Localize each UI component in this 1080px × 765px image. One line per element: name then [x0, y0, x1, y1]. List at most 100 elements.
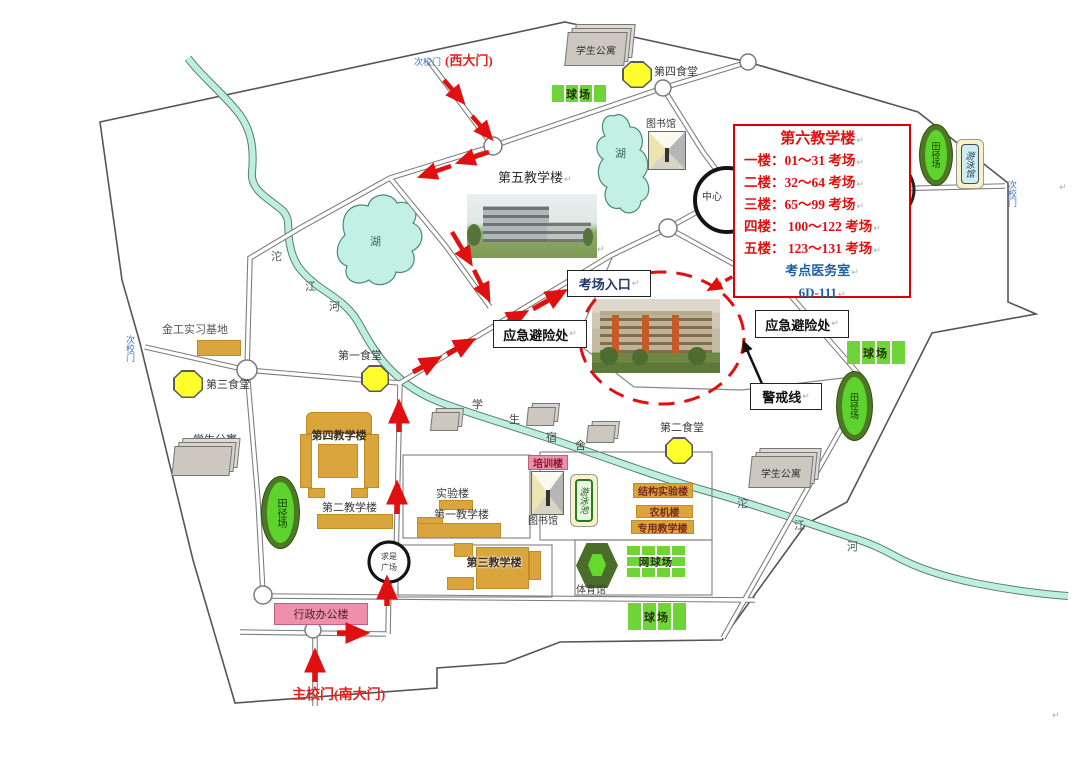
exam-info-box: 第六教学楼↵ 一楼：01～31 考场↵ 二楼：32～64 考场↵ 三楼：65～9…	[733, 124, 911, 300]
court-square	[657, 557, 670, 566]
canteen3-building	[173, 370, 203, 398]
plaza-label: 求是广场	[381, 552, 397, 572]
teach5-label: 第五教学楼↵	[498, 170, 572, 185]
cordon-label: 警戒线	[762, 390, 802, 405]
river-char: 沱	[271, 251, 282, 263]
floor-line: 四楼： 100～122 考场↵	[744, 219, 881, 234]
river-char: 河	[329, 301, 340, 313]
teach6-photo	[592, 299, 720, 373]
teach2-label: 第二教学楼	[322, 502, 377, 514]
teach5-photo	[467, 194, 597, 258]
main-gate-label: 主校门(南大门)	[292, 688, 386, 703]
special-teach-label: 专用教学楼	[637, 523, 688, 535]
west-gate-label: (西大门)	[445, 53, 493, 68]
tennis-label: 网球场	[638, 557, 674, 568]
exam-info-title: 第六教学楼↵	[780, 131, 864, 147]
canteen1-building	[361, 365, 389, 392]
court-square	[594, 85, 606, 102]
canteen2-label: 第二食堂	[660, 422, 704, 434]
track-right-mid: 田径场	[836, 371, 873, 441]
teach4-building	[306, 412, 372, 434]
teach4-label: 第四教学楼	[311, 430, 367, 442]
gym-label: 体育馆	[576, 585, 606, 596]
library-south-label: 图书馆	[528, 516, 558, 527]
court-square	[877, 341, 890, 364]
canteen2-building	[665, 437, 693, 464]
teach4-building	[308, 488, 325, 498]
floor-line: 一楼：01～31 考场↵	[744, 153, 864, 168]
court-square	[566, 85, 578, 102]
photo-building	[483, 206, 549, 242]
swim-pool-label: 游泳池	[578, 487, 589, 514]
emergency-shelter-box-left: 应急避险处↵	[493, 320, 587, 348]
dorm-char: 生	[509, 414, 520, 426]
teach3-building	[447, 577, 474, 590]
court-square	[643, 603, 656, 630]
photo-tree	[583, 228, 593, 246]
floor-line: 二楼：32～64 考场↵	[744, 175, 864, 190]
canteen1-label: 第一食堂	[338, 350, 382, 362]
emergency-shelter-label: 应急避险处	[765, 317, 831, 333]
return-mark: ↵	[1052, 711, 1060, 721]
court-top: 球场	[552, 85, 606, 102]
admin-building: 行政办公楼	[274, 603, 368, 625]
right-gate-label: 次校门	[1007, 180, 1017, 207]
admin-label: 行政办公楼	[293, 609, 349, 621]
library-top-building	[648, 131, 686, 170]
tennis-courts: 网球场	[627, 546, 685, 577]
canteen4-label: 第四食堂	[654, 66, 698, 78]
court-right: 球场	[847, 341, 905, 364]
lake-top-shape	[596, 114, 650, 214]
court-bottom: 球场	[628, 603, 686, 630]
court-square	[642, 546, 655, 555]
road-junctions	[236, 53, 757, 639]
track-right-mid-label: 田径场	[849, 392, 859, 420]
exam-entrance-label: 考场入口	[578, 277, 631, 292]
photo-roofline	[600, 311, 712, 316]
photo-tree	[600, 347, 618, 365]
training-building: 培训楼	[528, 455, 568, 470]
teach3-building	[529, 551, 541, 580]
court-square	[672, 568, 685, 577]
clinic-room-label: 6D-111↵	[798, 285, 846, 300]
court-square	[642, 557, 655, 566]
court-square	[862, 341, 875, 364]
track-left-label: 田径场	[275, 497, 286, 528]
training-label: 培训楼	[533, 459, 563, 470]
river	[184, 55, 1069, 600]
teach4-building	[318, 444, 358, 478]
gym-building	[576, 543, 618, 588]
court-top-label: 球场	[566, 88, 592, 101]
library-south-building	[531, 471, 564, 515]
teach2-building	[317, 514, 393, 529]
route-arrows-south	[304, 398, 410, 682]
canteen3-label: 第三食堂	[206, 379, 250, 391]
court-bottom-label: 球场	[644, 611, 670, 624]
court-square	[627, 568, 640, 577]
teach3-label: 第三教学楼	[466, 557, 522, 569]
gym-building-inner	[588, 554, 606, 576]
court-square	[672, 546, 685, 555]
cordon-dashed-ellipse	[578, 270, 746, 406]
agri-building: 农机楼	[636, 505, 693, 519]
left-gate-label: 次校门	[125, 335, 135, 362]
lake-shapes	[336, 114, 650, 286]
court-square	[657, 546, 670, 555]
court-square	[673, 603, 686, 630]
dorm-char: 宿	[546, 432, 557, 444]
cordon-pointer-arrow	[742, 339, 765, 387]
court-square	[657, 568, 670, 577]
teach1-building	[417, 523, 501, 538]
campus-boundary	[99, 21, 1039, 704]
river-char: 江	[305, 281, 316, 293]
court-square	[642, 568, 655, 577]
photo-tree	[632, 349, 648, 365]
river-char: 江	[794, 520, 805, 532]
track-right-top: 田径场	[919, 124, 953, 186]
photo-stripe	[612, 315, 619, 353]
teach1-label: 第一教学楼	[434, 509, 489, 521]
swim-hall-building: 游泳馆	[956, 139, 984, 189]
exam-entrance-box: 考场入口↵	[567, 270, 651, 297]
special-teach-building: 专用教学楼	[631, 520, 694, 535]
